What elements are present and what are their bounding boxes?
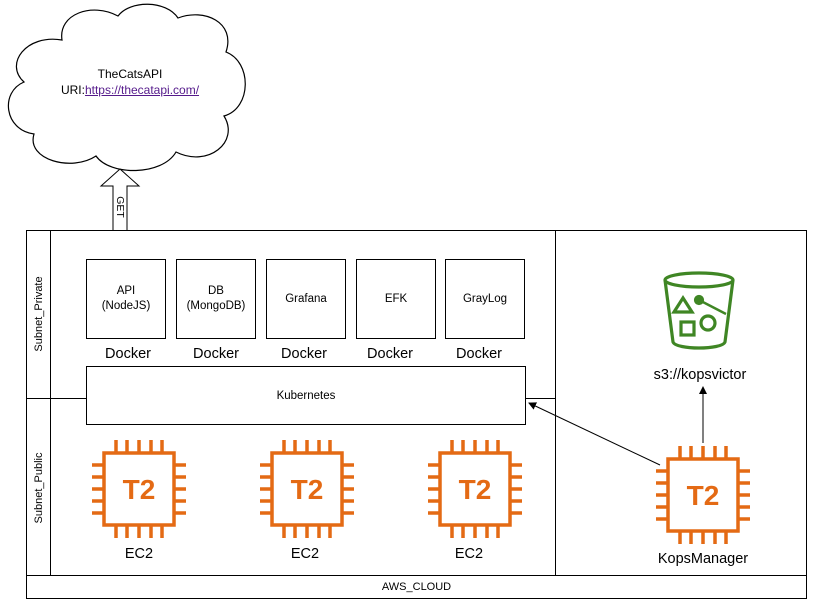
- ec2-label-3: EC2: [454, 546, 484, 562]
- uri-prefix: URI:: [60, 83, 85, 97]
- kops-manager-label: KopsManager: [657, 551, 749, 567]
- ec2-chip-text: T2: [459, 474, 492, 505]
- cloud-uri: URI:https://thecatapi.com/: [30, 82, 230, 98]
- s3-label: s3://kopsvictor: [653, 367, 747, 383]
- service-efk-name: EFK: [384, 292, 408, 305]
- cloud-shape: [7, 3, 246, 172]
- service-graylog-name: GrayLog: [462, 292, 508, 305]
- docker-label-graylog: Docker: [456, 346, 502, 362]
- ec2-chip-icon: T2: [260, 440, 354, 538]
- docker-label-efk: Docker: [367, 346, 413, 362]
- ec2-label-2: EC2: [290, 546, 320, 562]
- aws-cloud-bar: AWS_CLOUD: [26, 575, 807, 599]
- service-db[interactable]: DB (MongoDB): [176, 259, 256, 339]
- ec2-chip-icon: T2: [428, 440, 522, 538]
- aws-cloud-label: AWS_CLOUD: [381, 581, 452, 593]
- service-graylog[interactable]: GrayLog: [445, 259, 525, 339]
- ec2-chip-text: T2: [291, 474, 324, 505]
- service-api-name: API: [116, 285, 136, 297]
- s3-bucket-icon: [663, 271, 735, 350]
- service-api-tech: (NodeJS): [101, 300, 151, 312]
- docker-label-grafana: Docker: [281, 346, 327, 362]
- kops-chip-text: T2: [687, 480, 720, 511]
- cloud-title: TheCatsAPI: [97, 67, 163, 81]
- aws-right-region: [555, 230, 807, 576]
- service-db-tech: (MongoDB): [186, 300, 246, 312]
- docker-label-api: Docker: [105, 346, 151, 362]
- ec2-chip-icon: T2: [92, 440, 186, 538]
- thecatapi-link[interactable]: https://thecatapi.com/: [84, 83, 200, 97]
- service-grafana[interactable]: Grafana: [266, 259, 346, 339]
- ec2-label-1: EC2: [124, 546, 154, 562]
- kops-to-kubernetes-arrow: [528, 402, 661, 466]
- kubernetes-label: Kubernetes: [276, 389, 336, 402]
- service-grafana-name: Grafana: [285, 292, 327, 305]
- subnet-label-column: [26, 230, 51, 576]
- service-efk[interactable]: EFK: [356, 259, 436, 339]
- docker-label-db: Docker: [193, 346, 239, 362]
- kubernetes-box[interactable]: Kubernetes: [86, 366, 526, 425]
- ec2-chip-text: T2: [123, 474, 156, 505]
- kops-manager-chip-icon: T2: [656, 446, 750, 544]
- service-api[interactable]: API (NodeJS): [86, 259, 166, 339]
- service-db-name: DB: [208, 285, 224, 297]
